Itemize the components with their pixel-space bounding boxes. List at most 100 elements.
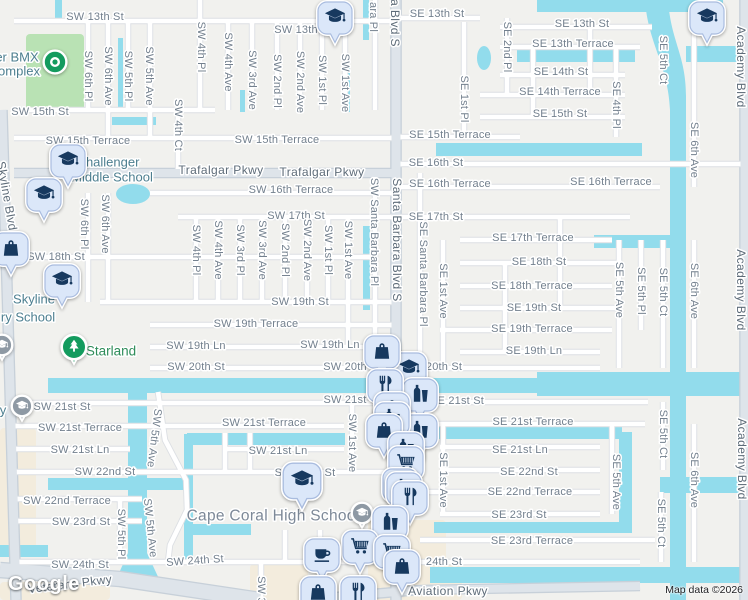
street-label: SW 6th Ave <box>99 194 111 253</box>
pin-body <box>50 144 86 187</box>
street-label: SE 21st St <box>430 395 484 407</box>
commercial-area <box>250 564 308 600</box>
poi-label: ry School <box>1 310 55 325</box>
canal-water <box>436 143 642 156</box>
canal-water <box>537 0 723 12</box>
street-label: SE 5th Ct <box>657 36 669 85</box>
canal-water <box>55 0 62 24</box>
street-label: SW 4th Ave <box>212 220 224 279</box>
poi-label[interactable]: Starland <box>84 342 137 360</box>
street-label: Trafalgar Pkwy <box>279 165 364 179</box>
street-label: SE 22nd Terrace <box>488 486 573 498</box>
street-label: SW 3rd Ave <box>255 576 267 600</box>
poi-label[interactable]: Cape Coral High School <box>185 506 361 526</box>
street-label: SE 4th Pl <box>610 81 622 129</box>
poi-pin-bag[interactable] <box>383 549 421 596</box>
poi-pin-school[interactable] <box>49 143 87 190</box>
street-label: SE 19th Ln <box>506 345 562 357</box>
street-label: SE 1st Pl <box>458 75 470 122</box>
street-label: SE 13th St <box>555 18 610 30</box>
street-label: SW 24th St <box>166 553 224 569</box>
poi-label: Middle School <box>71 170 153 185</box>
poi-label: y <box>0 403 7 418</box>
canal-water <box>430 567 748 583</box>
street-label: SW 4th Ct <box>172 99 184 151</box>
street-label: SW 3rd Ave <box>256 220 268 280</box>
canal-water <box>363 226 370 310</box>
street-label: SE 16th Terrace <box>570 176 652 188</box>
street-label: SE 5th Ct <box>655 499 667 548</box>
canal-water <box>594 235 676 248</box>
canal-water <box>537 372 748 396</box>
street-label: SW 5th Ave <box>143 46 155 105</box>
street-label: Academy Blvd <box>734 249 748 331</box>
street-label: SW 16th Terrace <box>249 184 334 196</box>
street-label: 20th St <box>426 361 462 373</box>
street-label: Academy Blvd <box>734 26 748 108</box>
commercial-area <box>0 582 110 600</box>
canal-water <box>517 50 635 62</box>
pin-body <box>317 1 353 44</box>
street-label: SE 19th St <box>507 302 562 314</box>
poi-pin-school[interactable] <box>281 461 323 513</box>
street-label: SW 15th St <box>11 106 69 118</box>
poi-pin-bag[interactable] <box>0 231 30 278</box>
street-label: SE 16th St <box>409 157 464 169</box>
street-label: SE 13th Terrace <box>532 38 614 50</box>
canal-water <box>432 427 622 439</box>
canal-water <box>240 90 245 112</box>
poi-pin-restaurant[interactable] <box>339 575 377 600</box>
park-pin[interactable] <box>60 333 88 367</box>
street-label: SW 6th Pl <box>78 199 90 250</box>
street-label: SE 1st Ave <box>437 452 449 508</box>
poi-pin-school[interactable] <box>25 177 63 224</box>
street-label: SE 2nd Pl <box>501 22 513 73</box>
street-label: SW 2nd Ave <box>294 51 306 113</box>
street-label: SE 18th Terrace <box>491 280 573 292</box>
street-label: Trafalgar Pkwy <box>178 163 263 177</box>
street-label: SW 20th St <box>167 361 225 373</box>
street-label: SW 5th Pl <box>115 509 127 560</box>
canal-water <box>118 38 123 110</box>
poi-pin-school[interactable] <box>43 263 81 310</box>
canal-water <box>0 545 48 557</box>
major-road <box>0 563 262 600</box>
street-label: SW 1st Pl <box>316 55 328 105</box>
street-label: SE 21st Ln <box>492 444 548 456</box>
street-label: SW 21st Terrace <box>222 417 306 429</box>
street-label: Aviation Pkwy <box>408 584 488 598</box>
street-label: a Blvd S <box>388 0 402 47</box>
street-label: SW 24th St <box>51 559 109 571</box>
minor-road <box>155 391 190 563</box>
street-label: SE 14th Terrace <box>519 86 601 98</box>
street-label: SE 13th St <box>410 8 465 20</box>
google-logo[interactable]: Google <box>8 573 80 595</box>
street-label: 24th St <box>426 556 462 568</box>
poi-label: omplex <box>0 64 40 79</box>
street-label: SW 21st Ln <box>51 444 110 456</box>
poi-pin-cart[interactable] <box>341 529 379 576</box>
pond-water <box>477 46 491 70</box>
muted-poi-school[interactable] <box>0 333 14 362</box>
street-label: SE 1st Ave <box>437 263 449 319</box>
poi-pin-bag[interactable] <box>299 575 337 600</box>
poi-pin-school[interactable] <box>316 0 354 47</box>
street-label: SE 17th Terrace <box>492 232 574 244</box>
street-label: SW 1st Ave <box>342 221 354 280</box>
street-label: SE 5th Ave <box>610 454 622 510</box>
poi-pin-school[interactable] <box>688 0 726 47</box>
muted-poi-school[interactable] <box>10 394 34 423</box>
street-label: SE 5th Ct <box>657 268 669 317</box>
canal-water <box>112 117 156 125</box>
pin-body <box>689 1 725 44</box>
street-label: SW 4th Pl <box>190 225 202 276</box>
pond-water <box>116 184 150 204</box>
street-label: SE 6th Ave <box>688 122 700 178</box>
street-label: SW 4th Pl <box>195 22 207 73</box>
street-label: SW 2nd Pl <box>271 54 283 108</box>
pin-body <box>26 178 62 221</box>
bmx-park-marker[interactable] <box>42 49 68 75</box>
